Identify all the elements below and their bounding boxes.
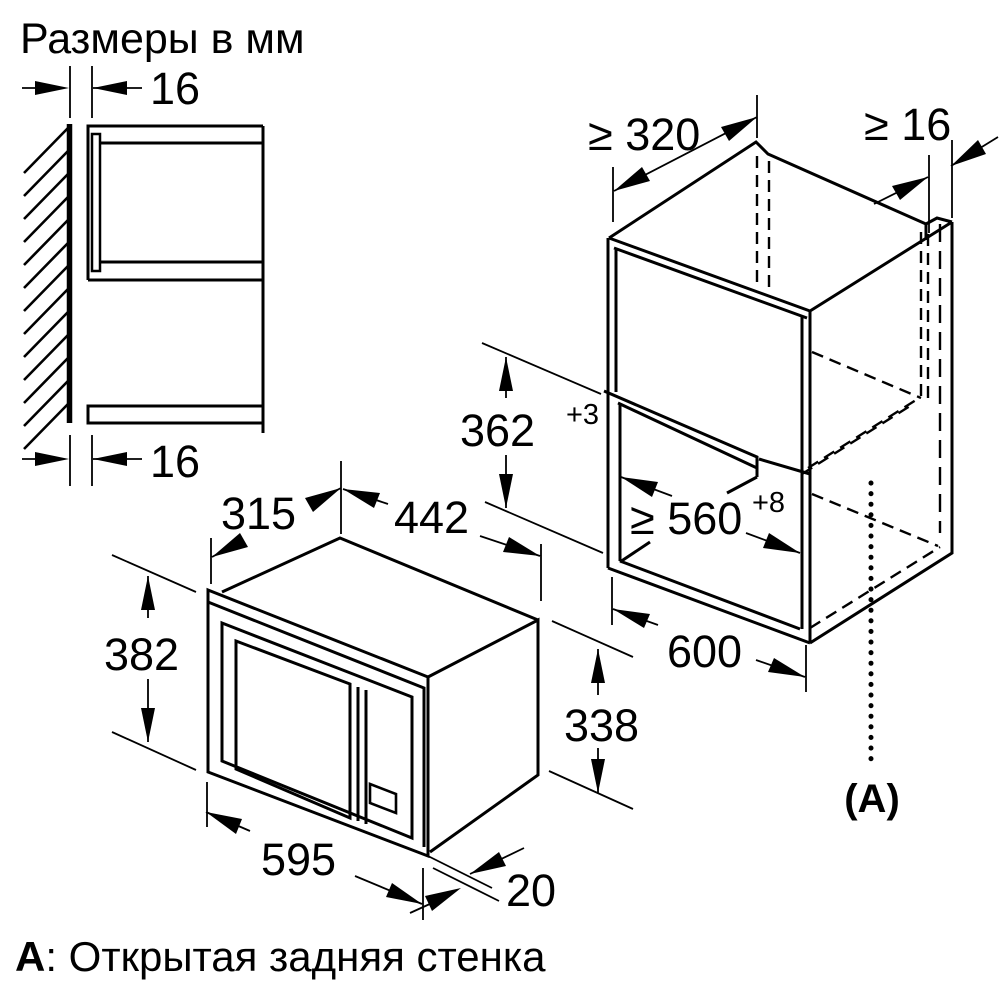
arrowhead: [892, 177, 928, 200]
dim-niche-width-tolerance: +8: [752, 487, 785, 519]
dim-appliance-body-height: 338: [548, 620, 639, 810]
arrowhead: [425, 888, 461, 911]
dim-appliance-body-height-label: 338: [564, 700, 639, 751]
caption: A: Открытая задняя стенка: [15, 933, 546, 980]
dim-rear-gap-label: ≥ 16: [864, 99, 951, 150]
cabinet-profile-back-panel: [90, 132, 102, 273]
dim-appliance-top-width-label: 442: [394, 492, 469, 543]
dim-appliance-height: 382: [104, 554, 197, 771]
page-title: Размеры в мм: [20, 15, 305, 63]
dim-rear-gap: ≥ 16: [864, 99, 999, 233]
section-marker-label: (A): [844, 777, 900, 821]
appliance-door-window: [234, 638, 352, 821]
dim-wall-gap-bottom: 16: [22, 435, 200, 487]
arrowhead: [93, 452, 127, 466]
dim-appliance-height-label: 382: [104, 629, 179, 680]
arrowhead: [499, 474, 513, 508]
arrowhead: [614, 167, 650, 191]
dim-appliance-front-width: 595: [205, 782, 424, 920]
arrowhead: [305, 488, 341, 512]
appliance-display: [368, 782, 398, 815]
cabinet-outline: [603, 140, 954, 645]
dim-appliance-depth-lines: [210, 461, 342, 584]
dim-cabinet-width-label: 600: [667, 626, 742, 677]
dim-wall-gap-top-label: 16: [150, 63, 200, 114]
dim-cabinet-width-lines: [611, 577, 807, 692]
dim-cabinet-width: 600: [611, 577, 807, 692]
dim-front-overhang-label: 20: [506, 865, 556, 916]
dim-wall-gap-top: 16: [22, 63, 200, 118]
dim-niche-height-tolerance: +3: [566, 399, 599, 431]
dim-niche-width-label: ≥ 560: [630, 493, 742, 544]
dim-appliance-top-width: 442: [342, 488, 542, 601]
cabinet-hidden-edges: [755, 156, 941, 630]
cabinet-profile-top-section: [86, 124, 263, 280]
arrowhead: [721, 117, 757, 141]
dim-niche-height: 362 +3: [460, 342, 604, 554]
arrowhead: [763, 533, 800, 553]
dim-front-overhang: 20: [409, 847, 556, 916]
dim-rear-gap-lines: [873, 136, 999, 233]
caption-text: : Открытая задняя стенка: [45, 933, 546, 980]
dim-niche-width: ≥ 560 +8: [620, 476, 801, 554]
arrowhead: [499, 357, 513, 391]
arrowhead: [206, 812, 242, 834]
arrowhead: [35, 81, 69, 95]
arrowhead: [141, 708, 155, 742]
caption-prefix: A: [15, 933, 45, 980]
dim-wall-gap-bottom-lines: [22, 435, 142, 486]
appliance-view: 315 442 382 595 20: [104, 461, 639, 920]
arrowhead: [591, 759, 605, 793]
arrowhead: [35, 452, 69, 466]
appliance-door-outline: [220, 620, 414, 841]
dim-appliance-front-width-label: 595: [261, 834, 336, 885]
arrowhead: [141, 576, 155, 610]
dim-niche-depth: ≥ 320: [588, 95, 758, 222]
arrowhead: [386, 883, 422, 904]
arrowhead: [591, 649, 605, 683]
dim-appliance-depth: 315: [210, 461, 342, 584]
dim-appliance-body-height-lines: [548, 620, 634, 810]
appliance-body-edges: [221, 536, 540, 854]
appliance-control-panel-separator: [356, 687, 368, 824]
dim-niche-depth-label: ≥ 320: [588, 109, 700, 160]
dim-appliance-front-width-lines: [205, 782, 424, 920]
appliance-front-plate-inner-edge: [207, 600, 426, 847]
dim-front-overhang-lines: [409, 847, 525, 914]
arrowhead: [93, 81, 127, 95]
wall-hatching: [23, 127, 69, 450]
arrowhead: [613, 609, 650, 628]
arrowhead: [768, 658, 805, 677]
arrowhead: [343, 489, 380, 508]
dim-appliance-height-lines: [111, 554, 197, 771]
arrowhead: [951, 140, 986, 166]
dim-wall-gap-top-lines: [22, 66, 142, 118]
arrowhead: [470, 852, 506, 874]
dim-wall-gap-bottom-label: 16: [150, 436, 200, 487]
cabinet-profile-bottom-shelf: [86, 404, 263, 425]
dim-niche-height-lines: [481, 342, 604, 554]
arrowhead: [503, 537, 540, 556]
dim-appliance-depth-label: 315: [221, 488, 296, 539]
arrowhead: [212, 533, 248, 557]
wall-section-view: 16 16: [22, 63, 265, 487]
dim-niche-height-label: 362: [460, 405, 535, 456]
cabinet-niche-view: (A) ≥ 320 ≥ 16 362 +3 ≥ 560: [460, 95, 999, 821]
arrowhead: [621, 477, 658, 497]
